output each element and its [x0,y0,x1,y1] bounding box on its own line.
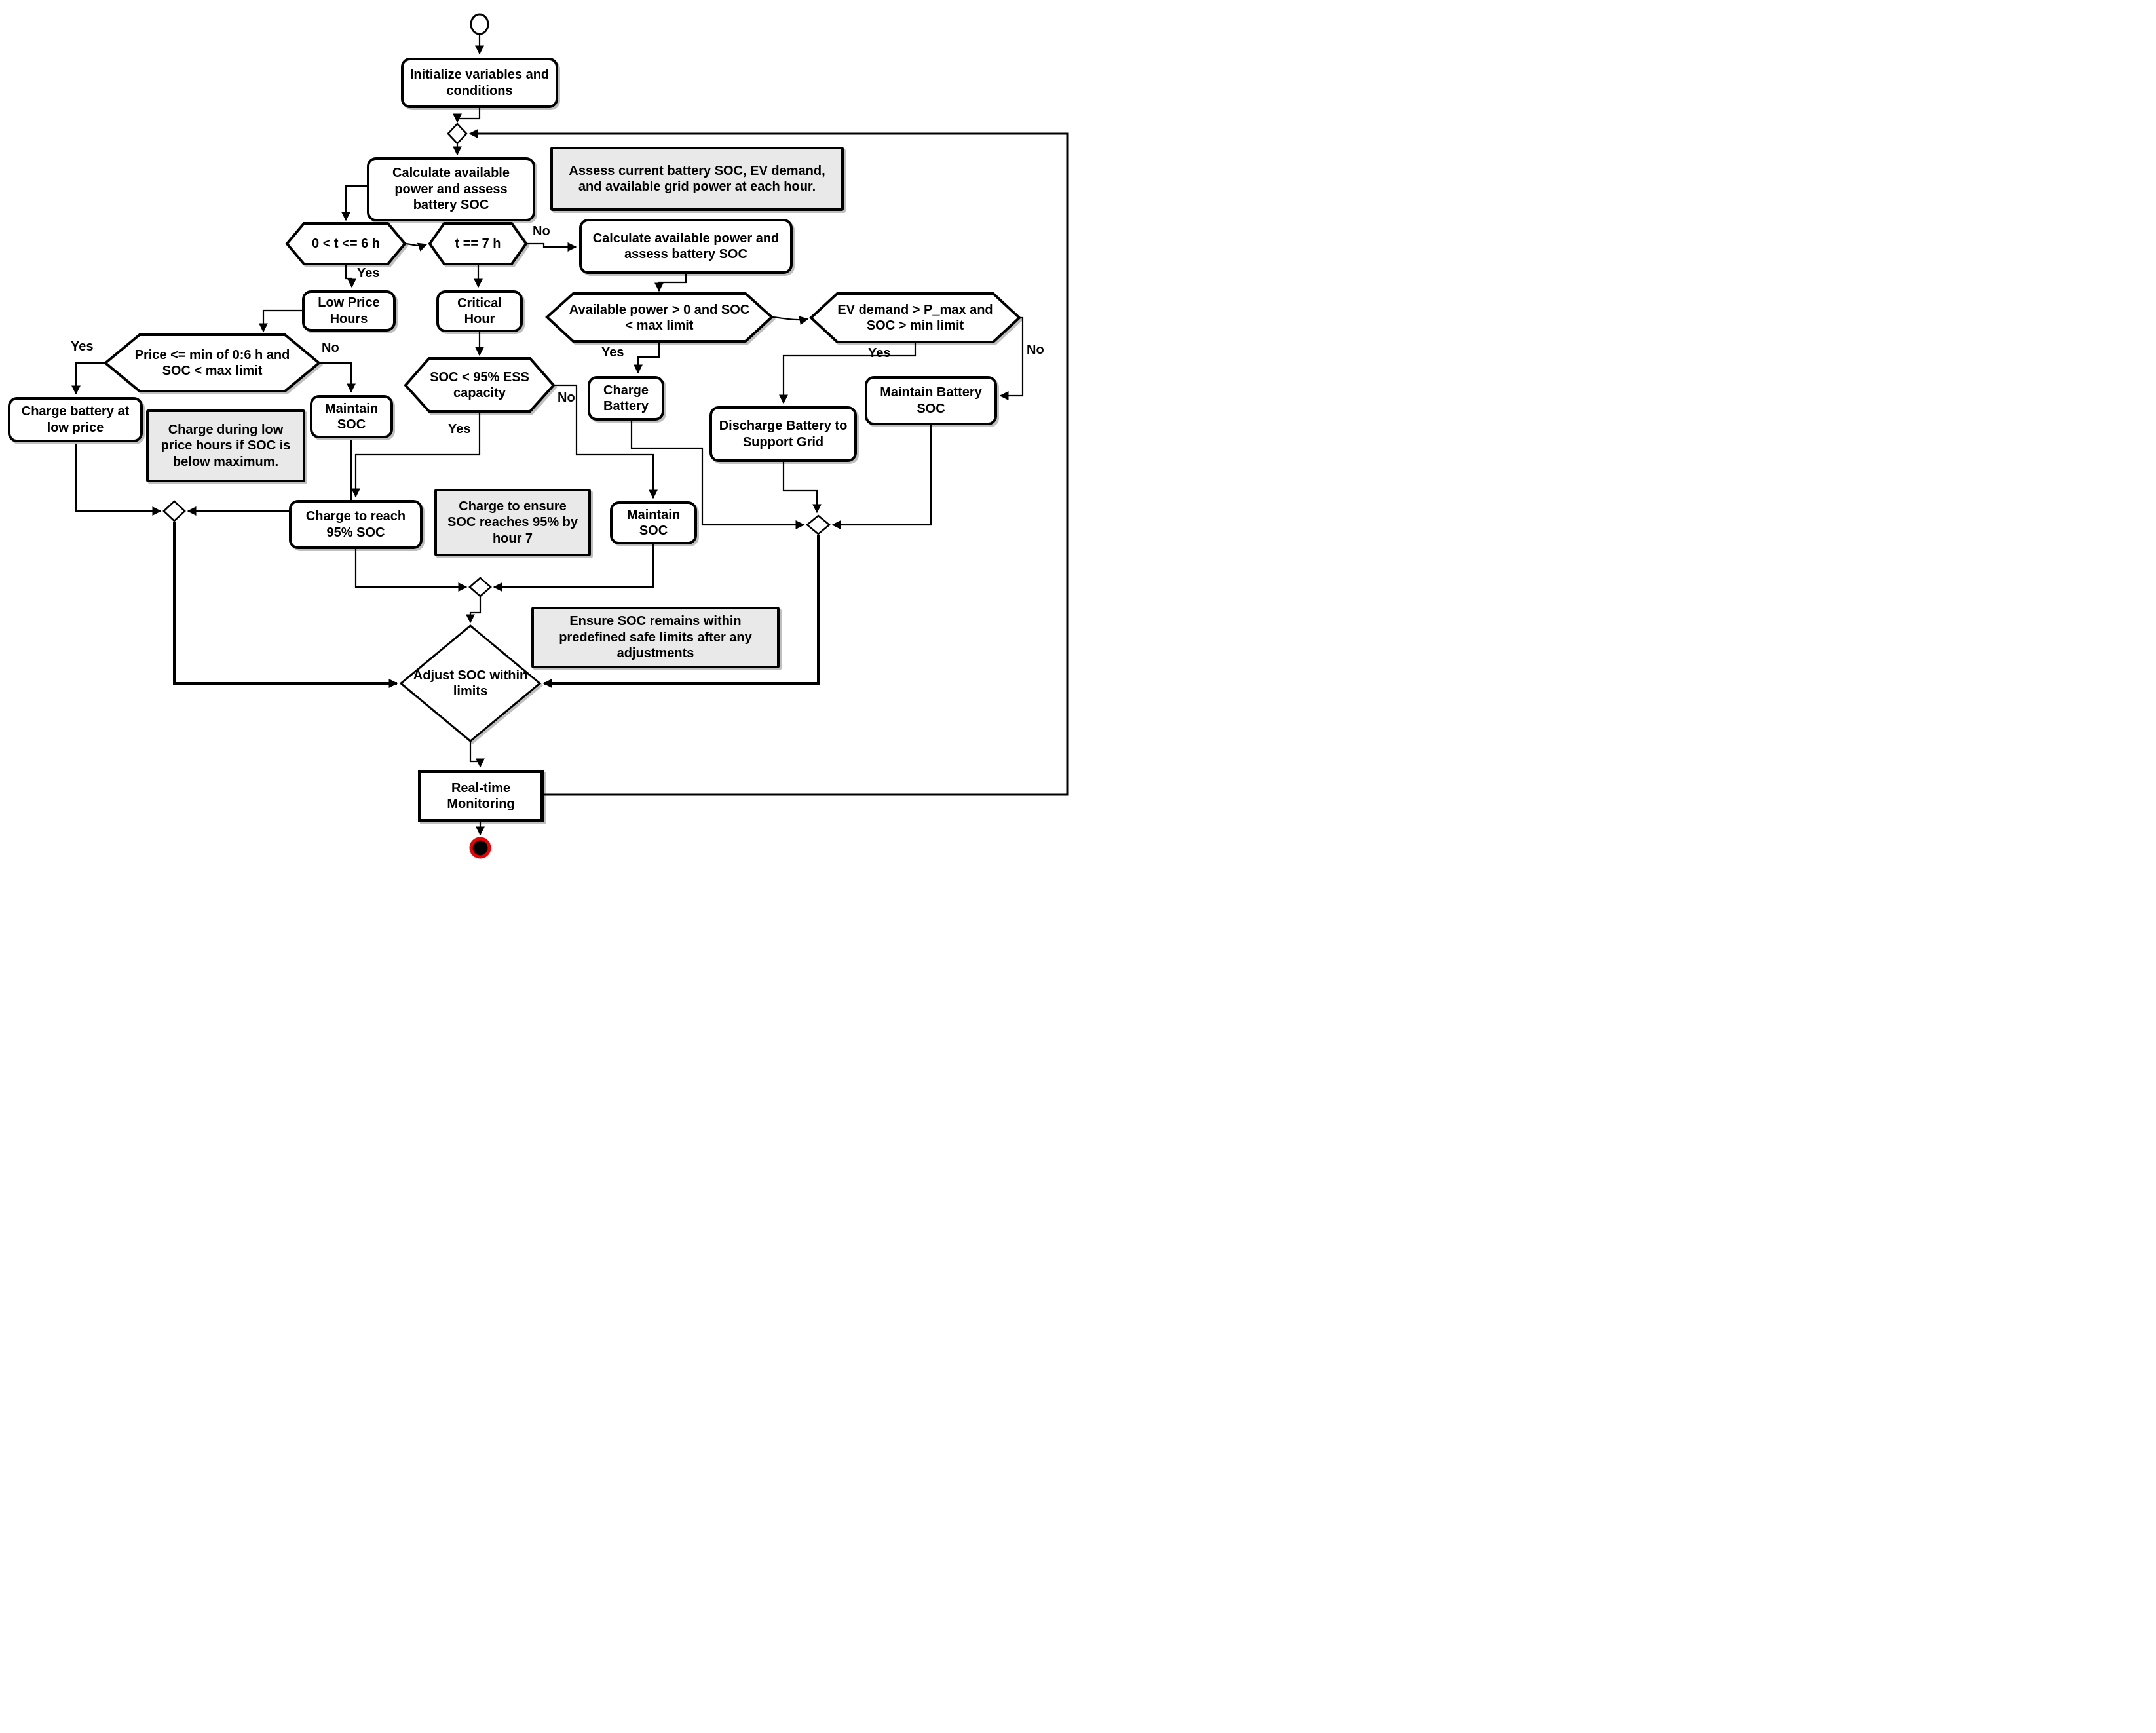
discharge-battery-label: Discharge Battery to Support Grid [719,419,848,449]
note-charge-95-label: Charge to ensure SOC reaches 95% by hour… [447,499,578,546]
label-soc95-no: No [558,390,575,405]
hex-avail-shape [545,292,774,343]
hex-t6-shape [285,222,407,265]
maintain-soc-left-box: Maintain SOC [310,395,393,438]
low-price-hours-label: Low Price Hours [318,295,380,326]
hex-t7-shape [428,222,528,265]
label-ev-no: No [1027,343,1044,357]
label-price-yes: Yes [71,339,94,354]
end-node [469,837,491,859]
edge-discharge-merge4 [782,462,822,514]
edge-init-merge1 [453,108,481,123]
edge-reach95-merge3 [354,549,468,592]
critical-hour-box: Critical Hour [436,290,523,332]
label-ev-yes: Yes [868,346,891,360]
edge-merge2-adjust [173,522,398,688]
flowchart-canvas: Initialize variables and conditions Calc… [0,0,1078,867]
edge-adjust-realtime [469,741,485,768]
edge-price-no [319,362,356,393]
hex-ev-shape [809,292,1021,343]
adjust-soc-diamond [399,624,542,742]
realtime-monitoring-label: Real-time Monitoring [447,780,515,811]
label-soc95-yes: Yes [448,422,471,436]
label-t7-no: No [533,224,550,238]
edge-t6-yes-lph [345,264,356,288]
edge-soc95-yes [351,411,481,498]
edge-merge4-adjust [542,535,820,688]
edge-chargebatt-merge4 [630,421,805,529]
charge-low-price-label: Charge battery at low price [21,404,130,435]
maintain-soc-mid-box: Maintain SOC [610,501,697,544]
maintain-battery-soc-box: Maintain Battery SOC [865,376,997,425]
flow-connectors [71,13,1069,859]
edge-price-yes [71,362,105,395]
edge-lph-hexprice [259,309,302,333]
charge-low-price-box: Charge battery at low price [8,397,143,442]
note-ensure-label: Ensure SOC remains within predefined saf… [559,614,752,661]
merge-diamond-left [162,500,186,522]
edge-loop-back [468,129,1069,796]
note-assess-label: Assess current battery SOC, EV demand, a… [569,163,825,194]
note-assess: Assess current battery SOC, EV demand, a… [550,147,844,211]
edge-t6-t7 [406,242,428,252]
edge-calc1-hex-t6 [341,185,367,221]
edge-mbs-merge4 [831,425,932,529]
note-charge-95: Charge to ensure SOC reaches 95% by hour… [434,489,591,556]
charge-battery-box: Charge Battery [588,376,664,421]
edge-soc95-no [555,384,658,499]
merge-diamond-right [805,514,831,535]
edge-merge3-adjust [466,597,482,624]
init-box: Initialize variables and conditions [401,58,558,108]
edge-t7-no-calc2 [526,242,577,252]
low-price-hours-box: Low Price Hours [302,290,396,332]
label-price-no: No [322,341,339,355]
merge-diamond-middle [468,577,492,598]
start-node [470,13,489,35]
label-avail-yes: Yes [601,345,624,360]
discharge-battery-box: Discharge Battery to Support Grid [709,406,857,462]
label-t6-yes: Yes [357,266,380,280]
note-charge-low: Charge during low price hours if SOC is … [146,409,305,482]
note-ensure: Ensure SOC remains within predefined saf… [531,607,780,668]
maintain-battery-soc-label: Maintain Battery SOC [880,385,982,416]
edge-avail-yes-charge [634,341,660,374]
calc2-label: Calculate available power and assess bat… [592,231,780,261]
edge-avail-ev [772,316,809,326]
edge-calc2-hexavail [654,274,687,292]
calc1-box: Calculate available power and assess bat… [367,157,535,221]
edge-ev-no-maintain [999,316,1024,400]
charge-reach-95-label: Charge to reach 95% SOC [305,509,406,540]
merge-diamond-top [447,123,468,145]
calc1-label: Calculate available power and assess bat… [392,166,510,213]
hex-soc95-shape [404,357,556,413]
edge-chargelow-merge2 [75,444,162,516]
charge-battery-label: Charge Battery [603,383,649,413]
edge-ev-yes-discharge [779,342,917,404]
maintain-soc-mid-label: Maintain SOC [626,507,681,538]
calc2-box: Calculate available power and assess bat… [579,219,793,274]
edge-maintmid-merge3 [493,544,654,592]
realtime-monitoring-box: Real-time Monitoring [418,770,544,822]
critical-hour-label: Critical Hour [457,295,502,326]
note-charge-low-label: Charge during low price hours if SOC is … [161,422,291,469]
hex-price-shape [103,333,322,392]
init-label: Initialize variables and conditions [409,67,550,98]
maintain-soc-left-label: Maintain SOC [324,401,379,432]
charge-reach-95-box: Charge to reach 95% SOC [289,500,423,549]
